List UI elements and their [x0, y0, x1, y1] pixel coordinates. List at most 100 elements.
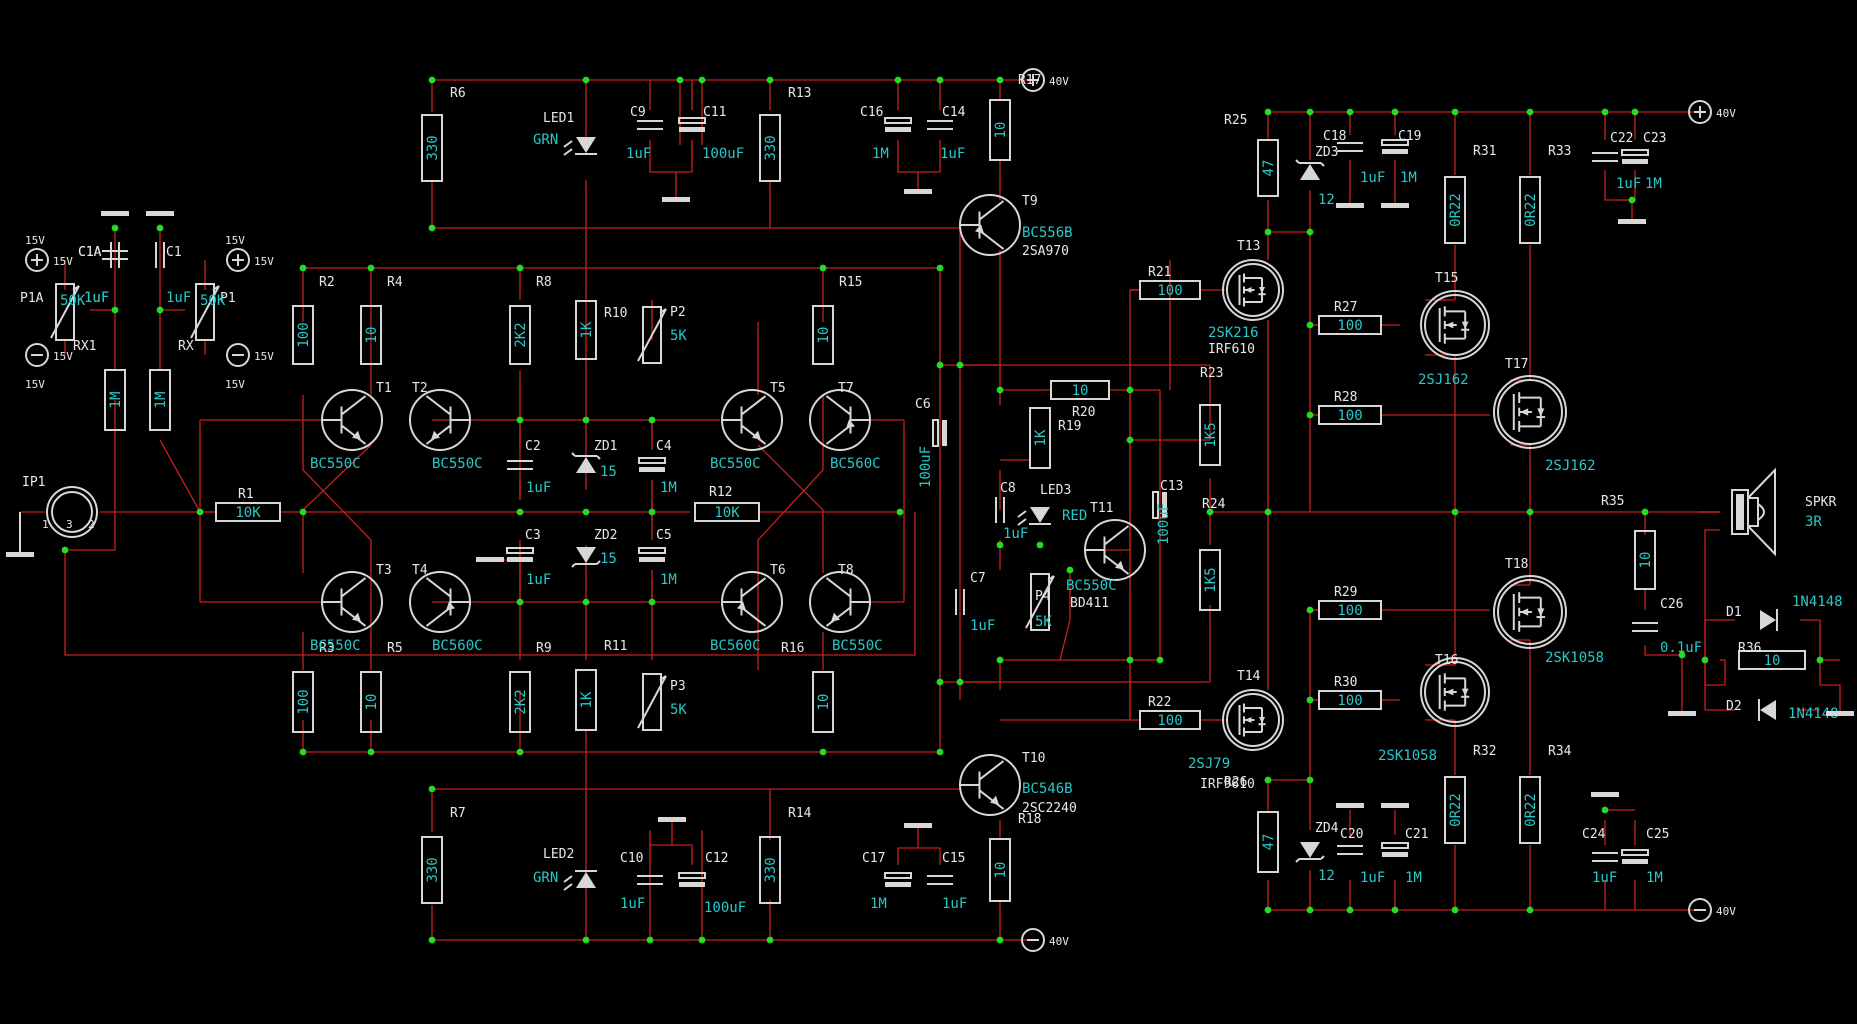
resistor-value: 0R22	[1523, 793, 1539, 827]
transistor-type: BC550C	[1066, 578, 1117, 594]
junction-dot	[936, 678, 944, 686]
resistor-value: 2K2	[513, 322, 529, 347]
junction-dot	[1451, 906, 1459, 914]
capacitor-ref: C23	[1643, 131, 1666, 146]
supply-negative: 15V	[25, 343, 73, 367]
junction-dot	[299, 508, 307, 516]
resistor-ref: R27	[1334, 300, 1357, 315]
junction-dot	[676, 76, 684, 84]
mosfet-type: 2SK1058	[1545, 650, 1604, 666]
transistor-type: BC546B	[1022, 781, 1073, 797]
junction-dot	[819, 264, 827, 272]
junction-dot	[1306, 906, 1314, 914]
junction-dot	[1678, 651, 1686, 659]
junction-dot	[111, 224, 119, 232]
ground-symbol	[904, 823, 932, 828]
mosfet-type: 2SK1058	[1378, 748, 1437, 764]
transistor-type: BC550C	[310, 638, 361, 654]
transistor-type: BC560C	[710, 638, 761, 654]
resistor-value: 330	[763, 135, 779, 160]
resistor-ref: R26	[1224, 775, 1247, 790]
resistor-value: 10K	[714, 505, 740, 521]
transistor-type: BC550C	[710, 456, 761, 472]
diode-value: GRN	[533, 132, 558, 148]
junction-dot	[1391, 108, 1399, 116]
junction-dot	[516, 264, 524, 272]
resistor-ref: R6	[450, 86, 466, 101]
resistor-ref: R35	[1601, 494, 1624, 509]
ground-symbol	[146, 211, 174, 216]
capacitor-value: 1uF	[942, 896, 967, 912]
diode-ref: D2	[1726, 699, 1742, 714]
transistor-type: BC550C	[432, 456, 483, 472]
mosfet-type: 2SJ162	[1545, 458, 1596, 474]
junction-dot	[1126, 436, 1134, 444]
resistor-value: 10	[816, 694, 832, 711]
transistor-type: BC560C	[830, 456, 881, 472]
resistor-value: 10	[364, 327, 380, 344]
junction-dot	[1264, 776, 1272, 784]
supply-label: 15V	[225, 378, 245, 391]
pot-ref: P3	[670, 679, 686, 694]
transistor-ref: T5	[770, 381, 786, 396]
resistor-value: 10	[1764, 653, 1781, 669]
capacitor-ref: C12	[705, 851, 728, 866]
diode-value: 1N4148	[1792, 594, 1843, 610]
resistor-ref: R14	[788, 806, 812, 821]
junction-dot	[956, 678, 964, 686]
capacitor-value: 1uF	[84, 290, 109, 306]
resistor-value: 100	[1337, 318, 1362, 334]
capacitor-ref: C4	[656, 439, 672, 454]
capacitor-ref: C6	[915, 397, 931, 412]
resistor-value: 100	[1157, 283, 1182, 299]
diode-value: 15	[600, 551, 617, 567]
resistor-value: 10	[816, 327, 832, 344]
resistor-ref: R21	[1148, 265, 1171, 280]
capacitor-value: 1uF	[1592, 870, 1617, 886]
junction-dot	[1601, 108, 1609, 116]
supply-voltage: 40V	[1049, 75, 1069, 88]
diode-ref: D1	[1726, 605, 1742, 620]
resistor-value: 100	[1157, 713, 1182, 729]
junction-dot	[1628, 196, 1636, 204]
mosfet-ref: T14	[1237, 669, 1261, 684]
resistor-ref: R11	[604, 639, 627, 654]
capacitor-ref: C21	[1405, 827, 1428, 842]
diode-value: 1N4148	[1788, 706, 1839, 722]
resistor-ref: R19	[1058, 419, 1081, 434]
transistor-ref: T3	[376, 563, 392, 578]
diode-ref: LED1	[543, 111, 574, 126]
supply-label: 15V	[225, 234, 245, 247]
resistor-value: 1K5	[1203, 422, 1219, 447]
ground-symbol	[1668, 711, 1696, 716]
junction-dot	[936, 264, 944, 272]
resistor-value: 1K	[579, 691, 595, 708]
junction-dot	[516, 416, 524, 424]
resistor-ref: R13	[788, 86, 811, 101]
transistor-ref: T7	[838, 381, 854, 396]
